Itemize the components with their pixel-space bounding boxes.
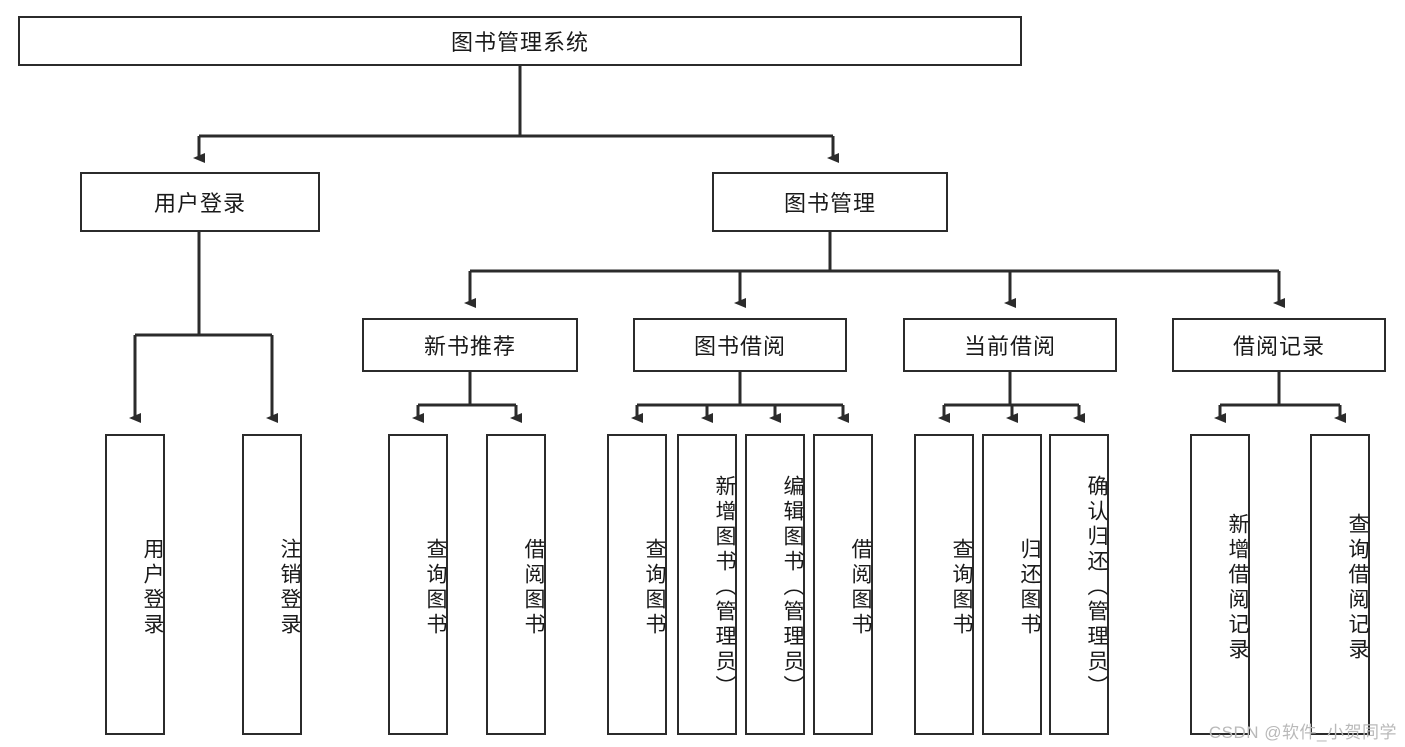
node-book-borrow[interactable]: 图书借阅 (633, 318, 847, 372)
leaf-return-book[interactable]: 归还图书 (982, 434, 1042, 735)
leaf-add-borrow-record[interactable]: 新增借阅记录 (1190, 434, 1250, 735)
leaf-borrow-query-book[interactable]: 查询图书 (607, 434, 667, 735)
leaf-recommend-query-book-label: 查询图书 (424, 537, 447, 638)
node-user-login-label: 用户登录 (153, 191, 246, 216)
leaf-add-borrow-record-label: 新增借阅记录 (1226, 512, 1249, 663)
node-current-borrow-label: 当前借阅 (963, 334, 1056, 359)
leaf-logout[interactable]: 注销登录 (242, 434, 302, 735)
node-borrow-record-label: 借阅记录 (1232, 334, 1325, 359)
leaf-borrow-book-label: 借阅图书 (849, 537, 872, 638)
leaf-borrow-query-book-label: 查询图书 (643, 537, 666, 638)
leaf-recommend-borrow-book-label: 借阅图书 (522, 537, 545, 638)
leaf-borrow-book[interactable]: 借阅图书 (813, 434, 873, 735)
node-book-borrow-label: 图书借阅 (693, 334, 786, 359)
leaf-logout-label: 注销登录 (278, 537, 301, 638)
node-new-book-recommend[interactable]: 新书推荐 (362, 318, 578, 372)
leaf-user-login[interactable]: 用户登录 (105, 434, 165, 735)
node-book-management-label: 图书管理 (783, 191, 876, 216)
node-root-label: 图书管理系统 (450, 30, 589, 55)
leaf-recommend-borrow-book[interactable]: 借阅图书 (486, 434, 546, 735)
node-root[interactable]: 图书管理系统 (18, 16, 1022, 66)
leaf-query-borrow-record-label: 查询借阅记录 (1346, 512, 1369, 663)
node-book-management[interactable]: 图书管理 (712, 172, 948, 232)
node-current-borrow[interactable]: 当前借阅 (903, 318, 1117, 372)
leaf-edit-book-admin[interactable]: 编辑图书（管理员） (745, 434, 805, 735)
leaf-current-query-book-label: 查询图书 (950, 537, 973, 638)
leaf-return-book-label: 归还图书 (1018, 537, 1041, 638)
leaf-add-book-admin-label: 新增图书（管理员） (713, 475, 736, 700)
leaf-confirm-return-admin-label: 确认归还（管理员） (1085, 475, 1108, 700)
node-user-login[interactable]: 用户登录 (80, 172, 320, 232)
leaf-recommend-query-book[interactable]: 查询图书 (388, 434, 448, 735)
node-borrow-record[interactable]: 借阅记录 (1172, 318, 1386, 372)
leaf-user-login-label: 用户登录 (141, 537, 164, 638)
leaf-confirm-return-admin[interactable]: 确认归还（管理员） (1049, 434, 1109, 735)
leaf-query-borrow-record[interactable]: 查询借阅记录 (1310, 434, 1370, 735)
leaf-edit-book-admin-label: 编辑图书（管理员） (781, 475, 804, 700)
node-new-book-recommend-label: 新书推荐 (423, 334, 516, 359)
leaf-current-query-book[interactable]: 查询图书 (914, 434, 974, 735)
leaf-add-book-admin[interactable]: 新增图书（管理员） (677, 434, 737, 735)
